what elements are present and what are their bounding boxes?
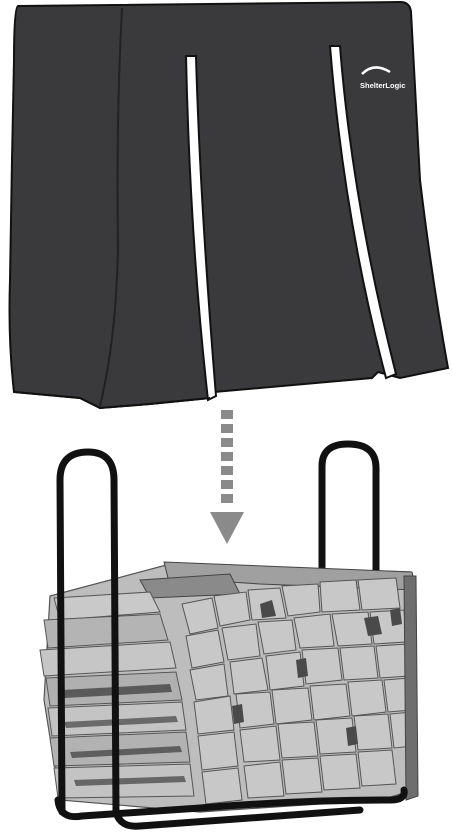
cover-hem bbox=[13, 391, 211, 410]
cover-right-slit bbox=[328, 45, 398, 380]
cover-left-seam bbox=[99, 7, 123, 407]
shelterlogic-logo: ShelterLogic bbox=[360, 66, 405, 90]
brand-name: ShelterLogic bbox=[360, 81, 405, 90]
shelterlogic-arc-logo-icon bbox=[361, 66, 391, 75]
cover-left-slit bbox=[184, 55, 218, 402]
firewood-rack-cover: ShelterLogic bbox=[8, 0, 450, 410]
firewood-stack bbox=[39, 561, 419, 813]
rack-front-frame bbox=[54, 448, 408, 830]
rack-back-frame bbox=[318, 440, 380, 590]
down-arrow-dashed-icon bbox=[210, 410, 244, 544]
